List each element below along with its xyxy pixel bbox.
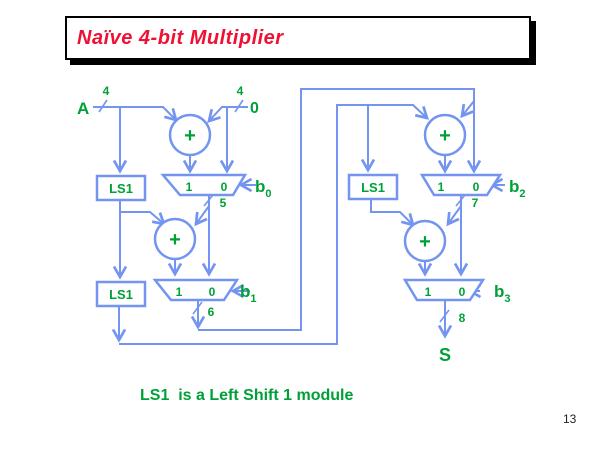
multiplexers: 1 0 1 0 1 0 1 0 [152,173,503,302]
adder-2-plus-icon: + [169,229,181,251]
adders: + + + + [153,113,467,263]
label-width7: 7 [472,196,479,210]
slash-width8 [439,309,450,323]
mux-2-input-0: 0 [209,285,216,299]
mux-3 [419,173,503,197]
mux-4-input-1: 1 [425,285,432,299]
adder-1 [168,113,212,157]
mux-3-input-0: 0 [473,180,480,194]
wires [93,88,505,345]
wire-a-bus [93,106,178,122]
page-number: 13 [563,412,577,426]
caption: LS1 is a Left Shift 1 module [140,387,353,404]
wire-partial6-to-adder3 [460,100,475,119]
adder-2 [153,217,197,261]
label-b1: b1 [240,282,257,305]
title-box: Naïve 4-bit Multiplier [65,16,531,60]
label-input-a: A [77,99,89,118]
mux-2 [152,278,240,302]
shifters: LS1 LS1 LS1 [95,173,399,308]
slash-width7 [455,194,466,207]
mux-2-input-1: 1 [176,285,183,299]
slash-width6 [192,301,203,315]
mux-4 [402,278,486,302]
wire-partial6-to-mux3 [198,88,482,331]
label-b0: b0 [255,177,272,200]
label-width4-a: 4 [103,84,110,98]
ls1-label-1: LS1 [109,181,133,196]
label-b3: b3 [494,282,511,305]
ls1-box-3 [347,173,399,201]
wire-zero-bus [207,106,248,123]
label-b2: b2 [509,177,526,200]
slash-width5 [203,194,214,207]
mux-3-input-1: 1 [438,180,445,194]
wire-ls1-3-to-adder4 [370,199,415,227]
ls1-box-2 [95,280,147,308]
bus-width-slashes [98,99,466,323]
mux-1-input-1: 1 [186,180,193,194]
adder-1-plus-icon: + [184,125,196,147]
slash-a-bus [98,99,108,113]
label-width6: 6 [208,305,215,319]
slash-zero-bus [234,99,244,113]
adder-3 [423,113,467,157]
adder-4-plus-icon: + [419,231,431,253]
label-width5: 5 [220,196,227,210]
label-output-s: S [439,345,451,365]
mux-4-input-0: 0 [459,285,466,299]
label-input-zero: 0 [250,100,259,117]
wire-ls1-1-to-adder2 [120,211,167,226]
ls1-label-3: LS1 [361,180,385,195]
mux-1-input-0: 0 [221,180,228,194]
ls1-label-2: LS1 [109,287,133,302]
slide-title: Naïve 4-bit Multiplier [77,26,284,49]
wire-shifted-to-adder3 [119,104,429,345]
ls1-box-1 [95,174,147,202]
wire-mux1-to-adder2 [194,205,210,227]
adder-3-plus-icon: + [439,125,451,147]
wire-mux3-to-adder4 [446,205,462,227]
adder-4 [403,219,447,263]
label-width8: 8 [459,311,466,325]
signal-labels: A 4 0 4 b0 b1 b2 b3 5 6 7 8 S LS1 is a L… [77,84,526,404]
label-width4-zero: 4 [237,84,244,98]
mux-1 [160,173,248,197]
